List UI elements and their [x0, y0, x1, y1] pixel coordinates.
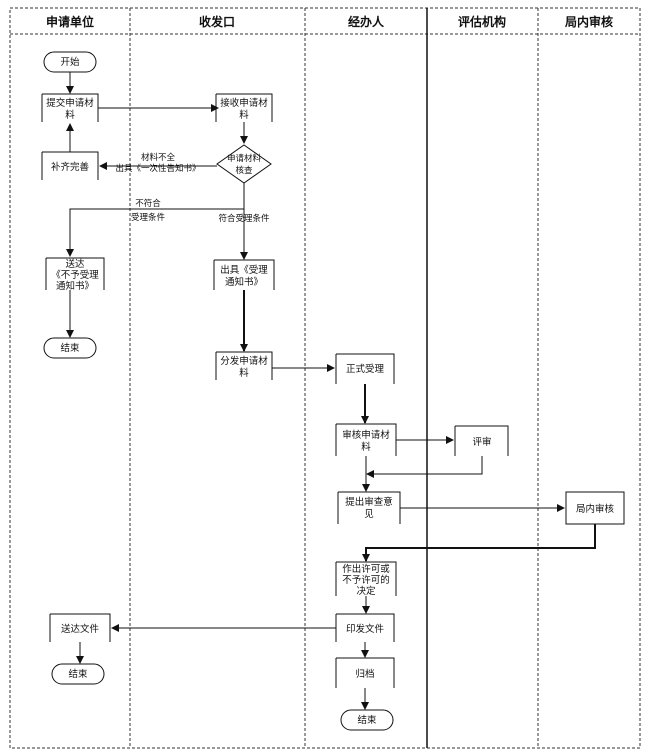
node-make-decision: 作出许可或 不予许可的 决定 — [335, 561, 397, 597]
lane-title-handler: 经办人 — [348, 14, 385, 29]
svg-text:评审: 评审 — [472, 436, 491, 448]
swimlane-frame — [9, 7, 641, 749]
node-check-materials: 申请材料 核查 — [216, 144, 272, 184]
edge-assess-return — [366, 456, 483, 478]
svg-text:作出许可或: 作出许可或 — [342, 563, 390, 575]
edge-label-meet: 符合受理条件 — [218, 213, 270, 224]
svg-text:《不予受理: 《不予受理 — [51, 269, 99, 281]
svg-text:开始: 开始 — [60, 56, 80, 68]
node-send-rejection-notice: 送达 《不予受理 通知书》 — [45, 257, 105, 292]
svg-text:核查: 核查 — [235, 165, 253, 176]
node-supplement: 补齐完善 — [41, 151, 99, 180]
svg-text:局内审核: 局内审核 — [576, 503, 615, 515]
node-archive: 归档 — [335, 657, 395, 688]
edge-check-reject — [66, 183, 245, 257]
svg-text:出具《受理: 出具《受理 — [220, 264, 268, 276]
node-deliver-documents: 送达文件 — [49, 613, 111, 642]
svg-text:印发文件: 印发文件 — [346, 623, 385, 635]
svg-text:料: 料 — [239, 367, 249, 379]
node-print-documents: 印发文件 — [335, 613, 395, 642]
svg-text:申请材料: 申请材料 — [227, 153, 262, 164]
node-formal-acceptance: 正式受理 — [335, 353, 395, 384]
svg-text:结束: 结束 — [68, 668, 88, 680]
edge-label-incomplete-1: 材料不全 — [141, 152, 176, 163]
edge-label-incomplete-2: 出具《一次性告知书》 — [115, 163, 200, 174]
svg-text:料: 料 — [239, 109, 249, 121]
svg-text:通知书》: 通知书》 — [225, 276, 263, 288]
node-distribute-materials: 分发申请材 料 — [215, 351, 273, 380]
svg-text:接收申请材: 接收申请材 — [220, 97, 268, 109]
node-propose-opinion: 提出审查意 见 — [337, 491, 401, 524]
lane-title-evaluator: 评估机构 — [458, 14, 506, 29]
svg-text:见: 见 — [364, 509, 374, 520]
svg-text:归档: 归档 — [355, 668, 374, 680]
svg-text:审核申请材: 审核申请材 — [342, 429, 390, 441]
svg-text:正式受理: 正式受理 — [346, 363, 385, 375]
lane-title-review: 局内审核 — [565, 14, 613, 29]
node-end-2: 结束 — [51, 663, 105, 685]
node-review-materials: 审核申请材 料 — [335, 423, 397, 456]
svg-text:结束: 结束 — [357, 714, 377, 726]
node-submit-materials: 提交申请材 料 — [41, 93, 99, 122]
node-start: 开始 — [43, 51, 97, 73]
svg-text:送达文件: 送达文件 — [61, 623, 100, 635]
lane-title-reception: 收发口 — [199, 14, 235, 29]
node-end-1: 结束 — [43, 337, 97, 359]
svg-text:料: 料 — [65, 109, 75, 121]
edge-internal-decision — [362, 524, 596, 562]
svg-text:送达: 送达 — [65, 258, 85, 270]
node-receive-materials: 接收申请材 料 — [215, 93, 273, 122]
lane-titles: 申请单位 收发口 经办人 评估机构 局内审核 — [46, 14, 613, 29]
edge-label-not-meet-1: 不符合 — [135, 198, 161, 209]
svg-text:结束: 结束 — [60, 342, 80, 354]
svg-text:提交申请材: 提交申请材 — [46, 97, 94, 109]
svg-text:补齐完善: 补齐完善 — [51, 161, 90, 173]
svg-text:决定: 决定 — [356, 585, 376, 597]
svg-text:通知书》: 通知书》 — [56, 280, 94, 292]
svg-text:提出审查意: 提出审查意 — [345, 496, 393, 508]
node-internal-review: 局内审核 — [565, 491, 625, 525]
node-end-3: 结束 — [340, 709, 394, 731]
lane-title-applicant: 申请单位 — [46, 14, 94, 29]
svg-text:不予许可的: 不予许可的 — [342, 574, 390, 586]
node-assessment: 评审 — [454, 425, 509, 456]
svg-text:料: 料 — [361, 441, 371, 453]
edge-label-not-meet-2: 受理条件 — [131, 212, 166, 223]
node-issue-acceptance-notice: 出具《受理 通知书》 — [213, 259, 275, 290]
svg-text:分发申请材: 分发申请材 — [220, 355, 268, 367]
